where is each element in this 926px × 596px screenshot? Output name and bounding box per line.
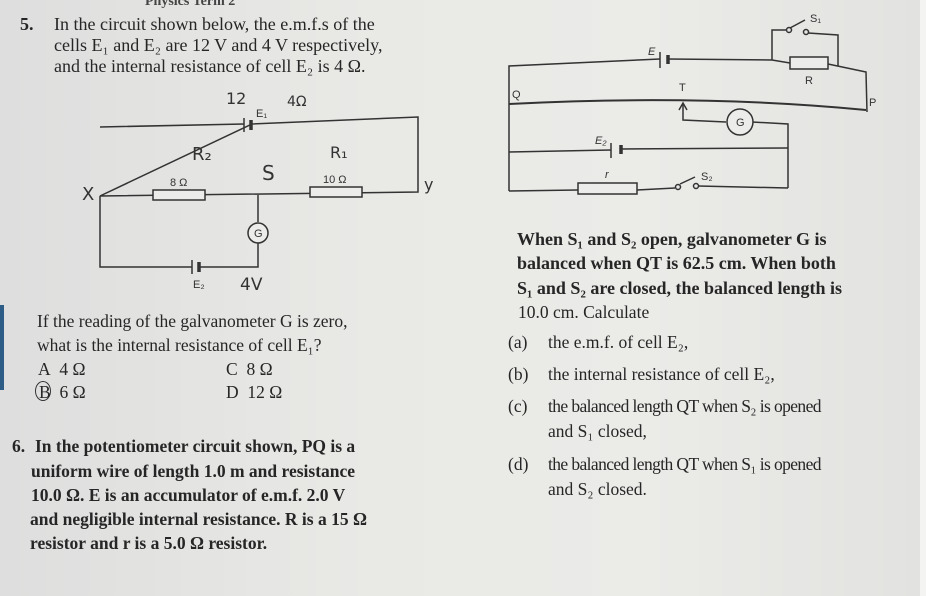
option-key: A <box>38 359 51 379</box>
galvanometer-label: G <box>736 117 745 129</box>
handwritten-note: y <box>424 175 433 194</box>
option-value: 12 Ω <box>247 382 283 402</box>
option-b[interactable]: B 6 Ω <box>39 382 86 402</box>
switch-s1-contact <box>785 26 793 34</box>
resistor-r-label: r <box>605 169 610 181</box>
part-d-text: and S₂ closed. <box>548 479 647 499</box>
q5-number: 5. <box>20 14 34 34</box>
circuit-wire <box>508 147 789 153</box>
q5-line: cells E₁ and E₂ are 12 V and 4 V respect… <box>54 35 383 55</box>
option-value: 6 Ω <box>59 382 86 402</box>
resistor-8-label: 8 Ω <box>170 177 187 189</box>
cell-e2-label: E₂ <box>193 279 205 291</box>
end-Q-label: Q <box>512 89 521 101</box>
switch-s2-label: S₂ <box>701 171 713 183</box>
switch-s1-blade <box>789 19 806 29</box>
part-d-text: the balanced length QT when S₁ is opened <box>548 454 821 474</box>
cell-e2-label: E₂ <box>595 135 607 147</box>
part-b-key: (b) <box>508 364 529 384</box>
option-key: C <box>226 359 238 379</box>
q6-line: In the potentiometer circuit shown, PQ i… <box>35 436 356 456</box>
header-fragment: Physics Term 2 <box>145 0 236 9</box>
switch-s2-contact <box>692 182 700 190</box>
option-value: 4 Ω <box>59 359 86 379</box>
circuit-wire <box>682 104 789 188</box>
q5-question-line: If the reading of the galvanometer G is … <box>37 311 348 331</box>
resistor-R <box>789 56 829 70</box>
option-d[interactable]: D 12 Ω <box>226 382 282 402</box>
q6-text-line: balanced when QT is 62.5 cm. When both <box>517 253 836 273</box>
circuit-wire <box>771 29 839 66</box>
resistor-10-label: 10 Ω <box>323 174 347 186</box>
q5-line: and the internal resistance of cell E₂ i… <box>54 56 366 76</box>
option-a[interactable]: A 4 Ω <box>38 359 86 379</box>
q6-line: 10.0 Ω. E is an accumulator of e.m.f. 2.… <box>31 485 346 505</box>
q5-question-line: what is the internal resistance of cell … <box>37 335 322 355</box>
q6-line: and negligible internal resistance. R is… <box>30 509 367 529</box>
switch-s1-contact <box>802 28 810 36</box>
option-key: B <box>39 382 51 402</box>
part-a-key: (a) <box>508 332 528 352</box>
circuit-wire <box>99 116 419 197</box>
handwritten-note: R₂ <box>192 144 212 165</box>
page-tab-marker <box>0 305 4 390</box>
part-c-key: (c) <box>508 396 528 416</box>
answer-circle-mark <box>35 381 51 401</box>
resistor-r <box>577 182 638 195</box>
switch-s1-label: S₁ <box>810 13 821 25</box>
end-P-label: P <box>869 97 876 109</box>
q6-line: resistor and r is a 5.0 Ω resistor. <box>30 533 268 553</box>
switch-s2-contact <box>674 183 682 191</box>
part-c-text: and S₁ closed, <box>548 421 647 441</box>
cell-e-label: E <box>648 46 656 58</box>
galvanometer-icon <box>726 108 754 136</box>
galvanometer-label: G <box>254 228 263 240</box>
part-a-text: the e.m.f. of cell E₂, <box>548 332 689 352</box>
circuit-wire <box>508 185 789 192</box>
part-b-text: the internal resistance of cell E₂, <box>548 364 775 384</box>
resistor-R-label: R <box>805 75 813 87</box>
part-c-text: the balanced length QT when S₂ is opened <box>548 396 821 416</box>
part-d-key: (d) <box>508 454 529 474</box>
q6-text-line: S₁ and S₂ are closed, the balanced lengt… <box>517 278 843 298</box>
circuit-wire <box>508 58 868 191</box>
q6-text-line: When S₁ and S₂ open, galvanometer G is <box>517 229 827 249</box>
option-key: D <box>226 382 239 402</box>
jockey-arrow-icon <box>678 101 688 111</box>
galvanometer-icon <box>247 222 269 244</box>
option-value: 8 Ω <box>246 359 273 379</box>
resistor-10-ohm <box>309 186 363 198</box>
handwritten-note: 4Ω <box>287 94 307 110</box>
handwritten-note: R₁ <box>330 143 348 162</box>
resistor-8-ohm <box>152 189 206 201</box>
handwritten-note: X <box>82 184 94 205</box>
jockey-T-label: T <box>679 82 686 94</box>
handwritten-note: 4V <box>240 275 263 295</box>
q5-line: In the circuit shown below, the e.m.f.s … <box>54 14 375 34</box>
page-edge <box>920 0 926 596</box>
handwritten-note: 12 <box>226 89 246 108</box>
switch-s2-blade <box>679 176 696 185</box>
handwritten-note: S <box>262 161 275 185</box>
q6-number: 6. <box>12 436 26 456</box>
q6-text-line: 10.0 cm. Calculate <box>518 302 650 322</box>
q6-line: uniform wire of length 1.0 m and resista… <box>31 461 356 481</box>
option-c[interactable]: C 8 Ω <box>226 359 273 379</box>
circuit-wire <box>99 195 259 268</box>
cell-e1-label: E₁ <box>256 108 267 120</box>
potentiometer-wire-PQ <box>508 99 867 111</box>
